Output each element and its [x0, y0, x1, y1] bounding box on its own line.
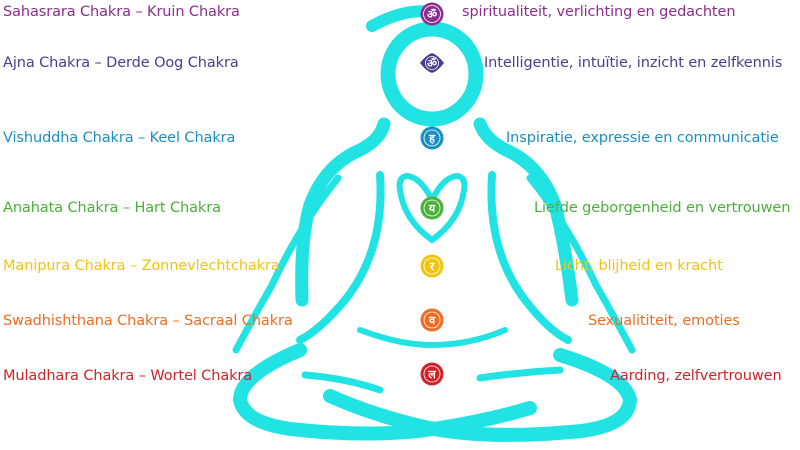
- manipura-chakra-icon: र: [420, 254, 444, 278]
- swadhishthana-meaning: Sexualititeit, emoties: [588, 313, 740, 329]
- anahata-glyph: य: [428, 201, 436, 215]
- vishuddha-name: Vishuddha Chakra – Keel Chakra: [3, 130, 236, 146]
- anahata-meaning: Liefde geborgenheid en vertrouwen: [534, 200, 791, 216]
- swadhishthana-chakra-icon: व: [420, 308, 444, 332]
- manipura-meaning: Licht, blijheid en kracht: [555, 258, 723, 274]
- sahasrara-glyph: ॐ: [426, 7, 438, 21]
- sahasrara-name: Sahasrara Chakra – Kruin Chakra: [3, 4, 240, 20]
- ajna-name: Ajna Chakra – Derde Oog Chakra: [3, 55, 239, 71]
- sahasrara-meaning: spiritualiteit, verlichting en gedachten: [462, 4, 736, 20]
- swadhishthana-glyph: व: [428, 313, 436, 327]
- muladhara-glyph: ल: [428, 367, 436, 381]
- vishuddha-chakra-icon: ह: [420, 126, 444, 150]
- manipura-name: Manipura Chakra – Zonnevlechtchakra: [3, 258, 280, 274]
- ajna-chakra-icon: ॐ: [420, 51, 444, 75]
- muladhara-chakra-icon: ल: [420, 362, 444, 386]
- sahasrara-chakra-icon: ॐ: [420, 2, 444, 26]
- swadhishthana-name: Swadhishthana Chakra – Sacraal Chakra: [3, 313, 293, 329]
- anahata-name: Anahata Chakra – Hart Chakra: [3, 200, 221, 216]
- ajna-glyph: ॐ: [426, 56, 438, 70]
- manipura-glyph: र: [429, 259, 435, 273]
- muladhara-meaning: Aarding, zelfvertrouwen: [610, 368, 782, 384]
- vishuddha-meaning: Inspiratie, expressie en communicatie: [506, 130, 779, 146]
- vishuddha-glyph: ह: [429, 131, 435, 145]
- ajna-meaning: Intelligentie, intuïtie, inzicht en zelf…: [484, 55, 783, 71]
- muladhara-name: Muladhara Chakra – Wortel Chakra: [3, 368, 253, 384]
- anahata-chakra-icon: य: [420, 196, 444, 220]
